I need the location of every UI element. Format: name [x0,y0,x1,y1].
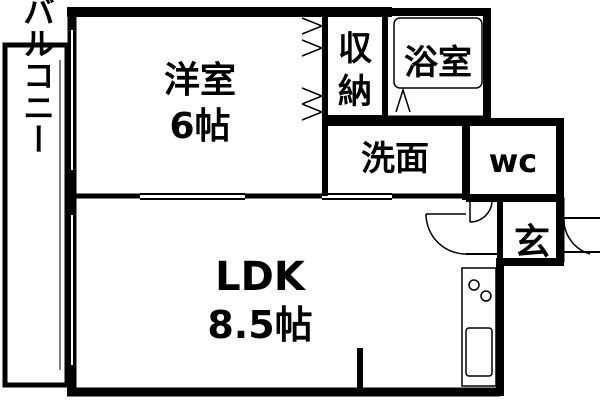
western-room-name: 洋室 [164,60,236,101]
wc [466,194,564,223]
ldk-name: LDK [215,254,307,300]
washroom-label: 洗面 [361,139,429,179]
washroom [322,118,470,200]
balcony-label: バルコニー [18,0,56,155]
ldk-size: 8.5帖 [207,303,312,347]
storage-label-1: 収 [338,29,372,69]
ldk [357,267,497,392]
wc-label: wc [489,142,538,180]
storage-label-2: 納 [338,72,372,112]
bath-label: 浴室 [404,43,472,83]
balcony: バルコニー [2,0,70,388]
closet-doors [301,17,325,121]
entrance-label: 玄 [514,222,550,263]
western-room-size: 6帖 [169,106,230,147]
entrance [425,197,600,263]
